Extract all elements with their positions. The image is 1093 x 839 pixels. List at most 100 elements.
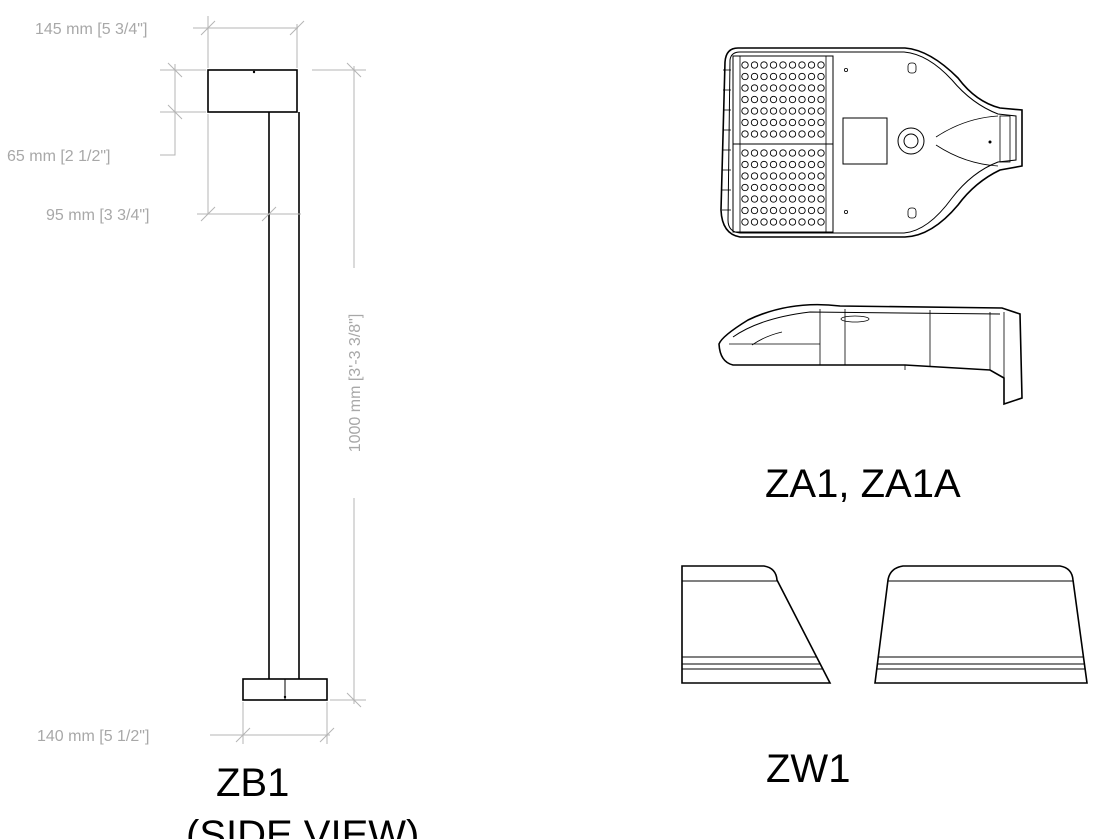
led-lens (788, 84, 797, 92)
led-lens (769, 118, 778, 127)
label-zb1-view: (SIDE VIEW) (186, 813, 419, 839)
led-lens (798, 183, 806, 192)
led-lens (817, 107, 825, 115)
led-lens (817, 206, 825, 215)
led-lens (741, 130, 749, 138)
led-lens (769, 218, 778, 226)
led-lens (817, 130, 825, 138)
led-lens (750, 195, 759, 203)
led-lens (798, 218, 806, 226)
led-lens (798, 72, 806, 81)
led-lens (788, 72, 797, 81)
led-lens (817, 118, 825, 127)
za1-top-view (720, 47, 1023, 238)
label-zb1: ZB1 (216, 761, 289, 805)
led-lens (769, 61, 778, 69)
led-lens (779, 218, 787, 226)
led-lens (769, 72, 778, 81)
led-lens (741, 195, 749, 203)
led-lens (750, 149, 759, 157)
led-lens (779, 84, 787, 92)
led-lens (807, 160, 816, 169)
zb1-bollard (207, 69, 328, 701)
bollard-pole (268, 112, 300, 679)
led-lens (798, 172, 806, 180)
led-lens-grid-upper (741, 61, 825, 138)
led-lens (779, 118, 787, 127)
led-lens (760, 183, 768, 192)
led-lens (788, 206, 797, 215)
led-lens (760, 118, 768, 127)
led-lens (788, 183, 797, 192)
led-lens (769, 149, 778, 157)
led-lens (817, 84, 825, 92)
led-lens (817, 160, 825, 169)
led-lens (807, 172, 816, 180)
led-lens (788, 149, 797, 157)
led-lens (741, 61, 749, 69)
zw1-side-view (681, 565, 832, 684)
led-lens (760, 172, 768, 180)
led-lens-grid-lower (741, 149, 825, 226)
led-lens (741, 218, 749, 226)
led-lens (760, 195, 768, 203)
led-lens (741, 172, 749, 180)
led-lens (798, 206, 806, 215)
led-lens (788, 107, 797, 115)
led-lens (769, 172, 778, 180)
led-lens (817, 183, 825, 192)
dim-head-width: 145 mm [5 3/4"] (35, 21, 147, 38)
led-lens (807, 107, 816, 115)
label-za1: ZA1, ZA1A (765, 462, 961, 506)
led-lens (769, 84, 778, 92)
led-lens (798, 84, 806, 92)
led-lens (807, 61, 816, 69)
led-lens (750, 218, 759, 226)
label-zw1: ZW1 (766, 747, 850, 791)
led-lens (798, 149, 806, 157)
led-lens (741, 160, 749, 169)
led-lens (741, 118, 749, 127)
led-lens (798, 160, 806, 169)
led-lens (807, 130, 816, 138)
led-lens (817, 95, 825, 104)
led-lens (760, 107, 768, 115)
led-lens (750, 160, 759, 169)
led-lens (807, 218, 816, 226)
led-lens (788, 160, 797, 169)
bollard-base (242, 678, 328, 701)
led-lens (807, 149, 816, 157)
led-lens (769, 130, 778, 138)
led-lens (807, 84, 816, 92)
led-lens (798, 195, 806, 203)
led-lens (779, 95, 787, 104)
led-lens (750, 107, 759, 115)
led-lens (750, 118, 759, 127)
led-lens (760, 61, 768, 69)
led-lens (788, 61, 797, 69)
led-lens (769, 206, 778, 215)
led-lens (769, 160, 778, 169)
led-lens (798, 107, 806, 115)
led-lens (788, 118, 797, 127)
led-lens (807, 72, 816, 81)
led-lens (807, 206, 816, 215)
led-lens (769, 95, 778, 104)
dim-base-width: 140 mm [5 1/2"] (37, 728, 149, 745)
led-lens (798, 130, 806, 138)
dim-head-height: 65 mm [2 1/2"] (7, 148, 111, 165)
led-lens (741, 206, 749, 215)
led-lens (760, 72, 768, 81)
zw1-front-view (874, 565, 1088, 684)
led-lens (779, 172, 787, 180)
led-lens (750, 172, 759, 180)
led-lens (817, 195, 825, 203)
led-lens (807, 95, 816, 104)
za1-side-view (718, 303, 1023, 406)
led-lens (788, 195, 797, 203)
led-lens (750, 130, 759, 138)
led-lens (750, 206, 759, 215)
led-lens (788, 95, 797, 104)
led-lens (788, 218, 797, 226)
